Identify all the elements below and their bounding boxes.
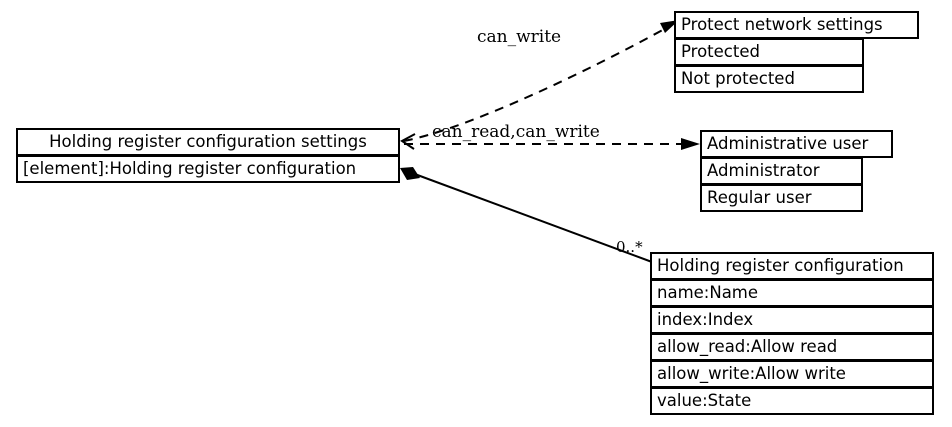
class-attribute: name:Name [650, 279, 934, 307]
class-title: Holding register configuration settings [16, 128, 400, 156]
class-attribute: [element]:Holding register configuration [16, 155, 400, 183]
class-attribute: Administrator [700, 157, 863, 185]
composition-diamond-icon [400, 167, 420, 180]
class-attribute: allow_read:Allow read [650, 333, 934, 361]
edge-label-can-read-can-write: can_read,can_write [432, 122, 600, 142]
class-attribute: value:State [650, 387, 934, 415]
edge-source-tick [400, 133, 416, 150]
class-attribute: allow_write:Allow write [650, 360, 934, 388]
edge-label-can-write: can_write [477, 27, 562, 47]
class-attribute: index:Index [650, 306, 934, 334]
edge-can-read-can-write-arrowhead [681, 138, 700, 150]
edge-label-composition-multiplicity: 0..* [616, 238, 643, 256]
class-title: Protect network settings [674, 11, 919, 39]
class-attribute: Regular user [700, 184, 863, 212]
class-attribute: Protected [674, 38, 864, 66]
class-title: Holding register configuration [650, 252, 934, 280]
class-title: Administrative user [700, 130, 893, 158]
class-attribute: Not protected [674, 65, 864, 93]
